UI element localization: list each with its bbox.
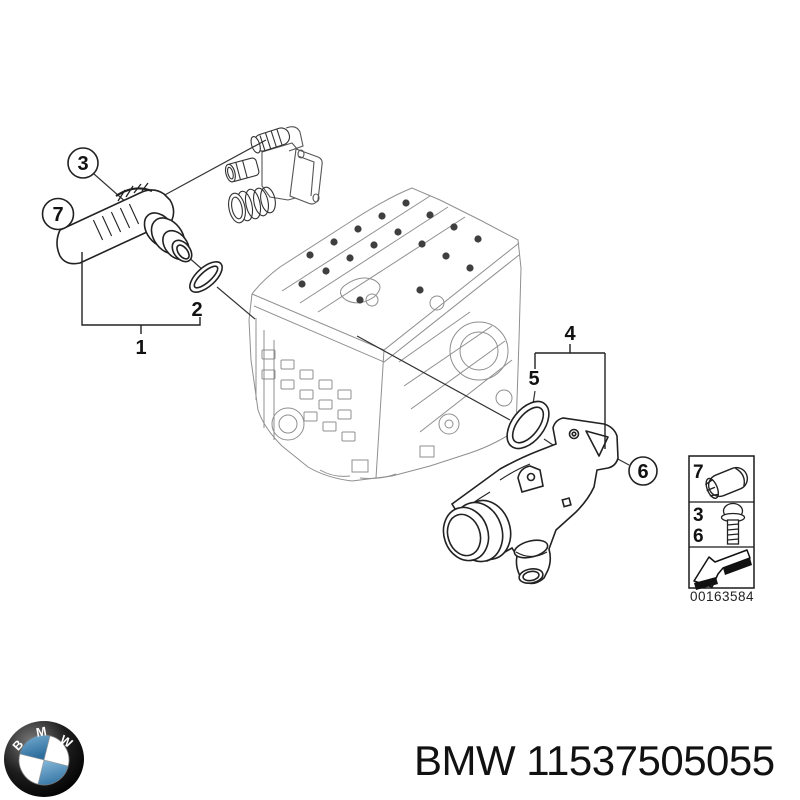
engine-block-illustration	[248, 187, 522, 482]
bmw-roundel-logo: B M W	[4, 721, 84, 797]
bolt-icon	[720, 502, 746, 545]
callout-circle-3: 3	[67, 147, 99, 179]
o-ring-2	[189, 261, 223, 293]
part-label-4: 4	[564, 323, 576, 345]
logo-letter-m: M	[35, 724, 48, 740]
callout-number-7: 7	[52, 204, 63, 226]
legend-image-number: 00163584	[690, 589, 754, 604]
water-pipe-illustration	[56, 182, 193, 265]
thermostat-housing-illustration	[224, 126, 323, 224]
cylinder-head-nuts	[298, 199, 482, 304]
legend-row-direction	[693, 549, 752, 590]
callout-number-3: 3	[77, 153, 88, 175]
callout-circle-7: 7	[41, 197, 75, 231]
legend-box: 7 3 6	[688, 455, 755, 590]
bracket-1	[81, 252, 201, 334]
legend-number-6: 6	[693, 526, 704, 547]
callout-circle-6: 6	[628, 456, 658, 486]
o-ring-5	[506, 400, 550, 450]
engine-left-face-grid	[261, 349, 356, 442]
removal-direction-arrow-icon	[693, 549, 752, 590]
legend-number-7: 7	[693, 462, 704, 483]
bracket-4	[534, 344, 606, 449]
part-label-1: 1	[135, 337, 146, 359]
callout-number-6: 6	[637, 461, 648, 483]
legend-row-clamp: 7	[693, 462, 749, 499]
part-number-text: BMW 11537505055	[414, 737, 775, 784]
part-label-2: 2	[191, 299, 202, 321]
part-label-5: 5	[528, 368, 539, 390]
coolant-pipe-illustration	[442, 417, 619, 585]
legend-number-3: 3	[693, 505, 704, 526]
legend-row-bolt: 3 6	[693, 502, 746, 547]
hose-clamp-icon	[704, 466, 749, 499]
